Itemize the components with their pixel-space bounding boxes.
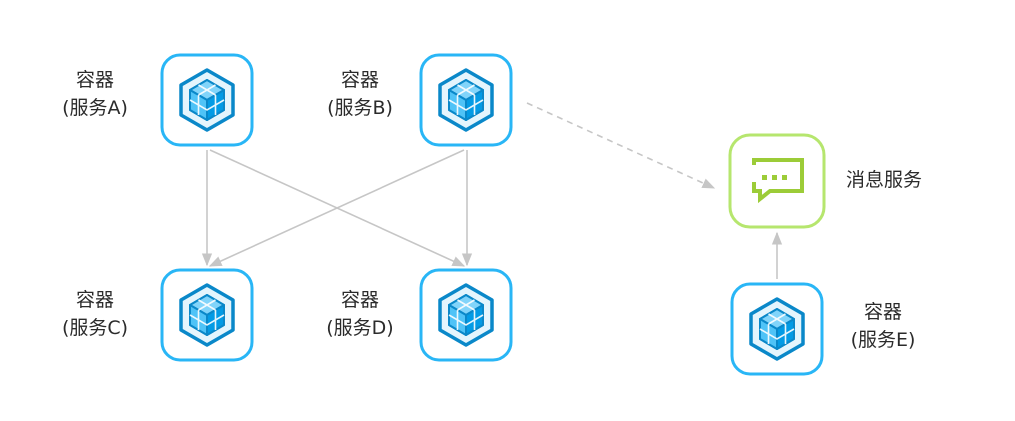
node-d-label: 容器 (服务D) <box>300 286 420 342</box>
message-frame <box>728 133 826 229</box>
container-cube-icon <box>179 68 235 132</box>
node-e-title: 容器 <box>863 301 902 323</box>
node-e[interactable] <box>730 282 824 376</box>
node-b-service: (服务B) <box>327 97 393 119</box>
container-cube-icon <box>749 297 805 361</box>
message-chat-icon <box>752 158 804 204</box>
node-b-title: 容器 <box>340 69 379 91</box>
message-service-label: 消息服务 <box>846 169 923 191</box>
node-b[interactable] <box>419 53 513 147</box>
node-a-label: 容器 (服务A) <box>35 66 155 122</box>
edge-b-to-message <box>526 102 716 189</box>
node-c-title: 容器 <box>75 289 114 311</box>
node-d-title: 容器 <box>340 289 379 311</box>
node-c-service: (服务C) <box>61 317 129 339</box>
container-cube-icon <box>438 283 494 347</box>
node-d[interactable] <box>419 268 513 362</box>
node-a[interactable] <box>160 53 254 147</box>
container-cube-icon <box>179 283 235 347</box>
node-e-label: 容器 (服务E) <box>823 298 943 354</box>
node-c-label: 容器 (服务C) <box>35 286 155 342</box>
edge-b-to-c <box>208 149 465 267</box>
node-a-service: (服务A) <box>62 97 128 119</box>
edges <box>201 102 783 279</box>
node-message[interactable] <box>728 133 826 229</box>
node-a-title: 容器 <box>75 69 114 91</box>
node-c[interactable] <box>160 268 254 362</box>
node-b-label: 容器 (服务B) <box>300 66 420 122</box>
node-d-service: (服务D) <box>326 317 394 339</box>
container-cube-icon <box>438 68 494 132</box>
node-e-service: (服务E) <box>850 329 916 351</box>
